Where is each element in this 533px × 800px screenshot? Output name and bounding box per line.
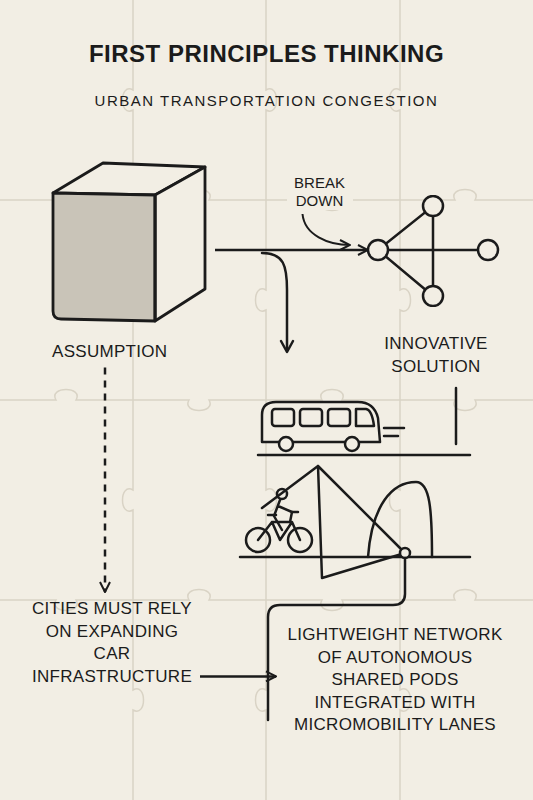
node-text: ASSUMPTION [45, 341, 215, 364]
branch-arrow [262, 253, 287, 350]
solution-node: INNOVATIVE SOLUTION [366, 195, 506, 378]
node-text: INNOVATIVE SOLUTION [366, 333, 506, 378]
assumption-text-node: CITIES MUST RELY ON EXPANDING CAR INFRAS… [26, 598, 198, 688]
solution-line [455, 388, 458, 444]
dashed-arrow [104, 368, 107, 592]
subtitle: URBAN TRANSPORTATION CONGESTION [10, 92, 523, 109]
bicycle-icon [246, 489, 312, 552]
arrow [215, 249, 368, 252]
node-text: CITIES MUST RELY ON EXPANDING CAR INFRAS… [26, 598, 198, 688]
arrow [200, 675, 276, 678]
assumption-node: ASSUMPTION [45, 155, 215, 364]
lane-line [240, 556, 470, 559]
network-icon [366, 195, 506, 307]
road-line [258, 454, 470, 457]
node-text: LIGHTWEIGHT NETWORK OF AUTONOMOUS SHARED… [280, 624, 510, 737]
cube-icon [45, 155, 215, 327]
title: FIRST PRINCIPLES THINKING [10, 40, 523, 68]
edge-label: BREAK DOWN [287, 174, 353, 210]
bus-icon [262, 402, 404, 451]
solution-text-node: LIGHTWEIGHT NETWORK OF AUTONOMOUS SHARED… [280, 624, 510, 737]
label-leader [303, 214, 351, 245]
branch-arrowhead [281, 341, 293, 352]
